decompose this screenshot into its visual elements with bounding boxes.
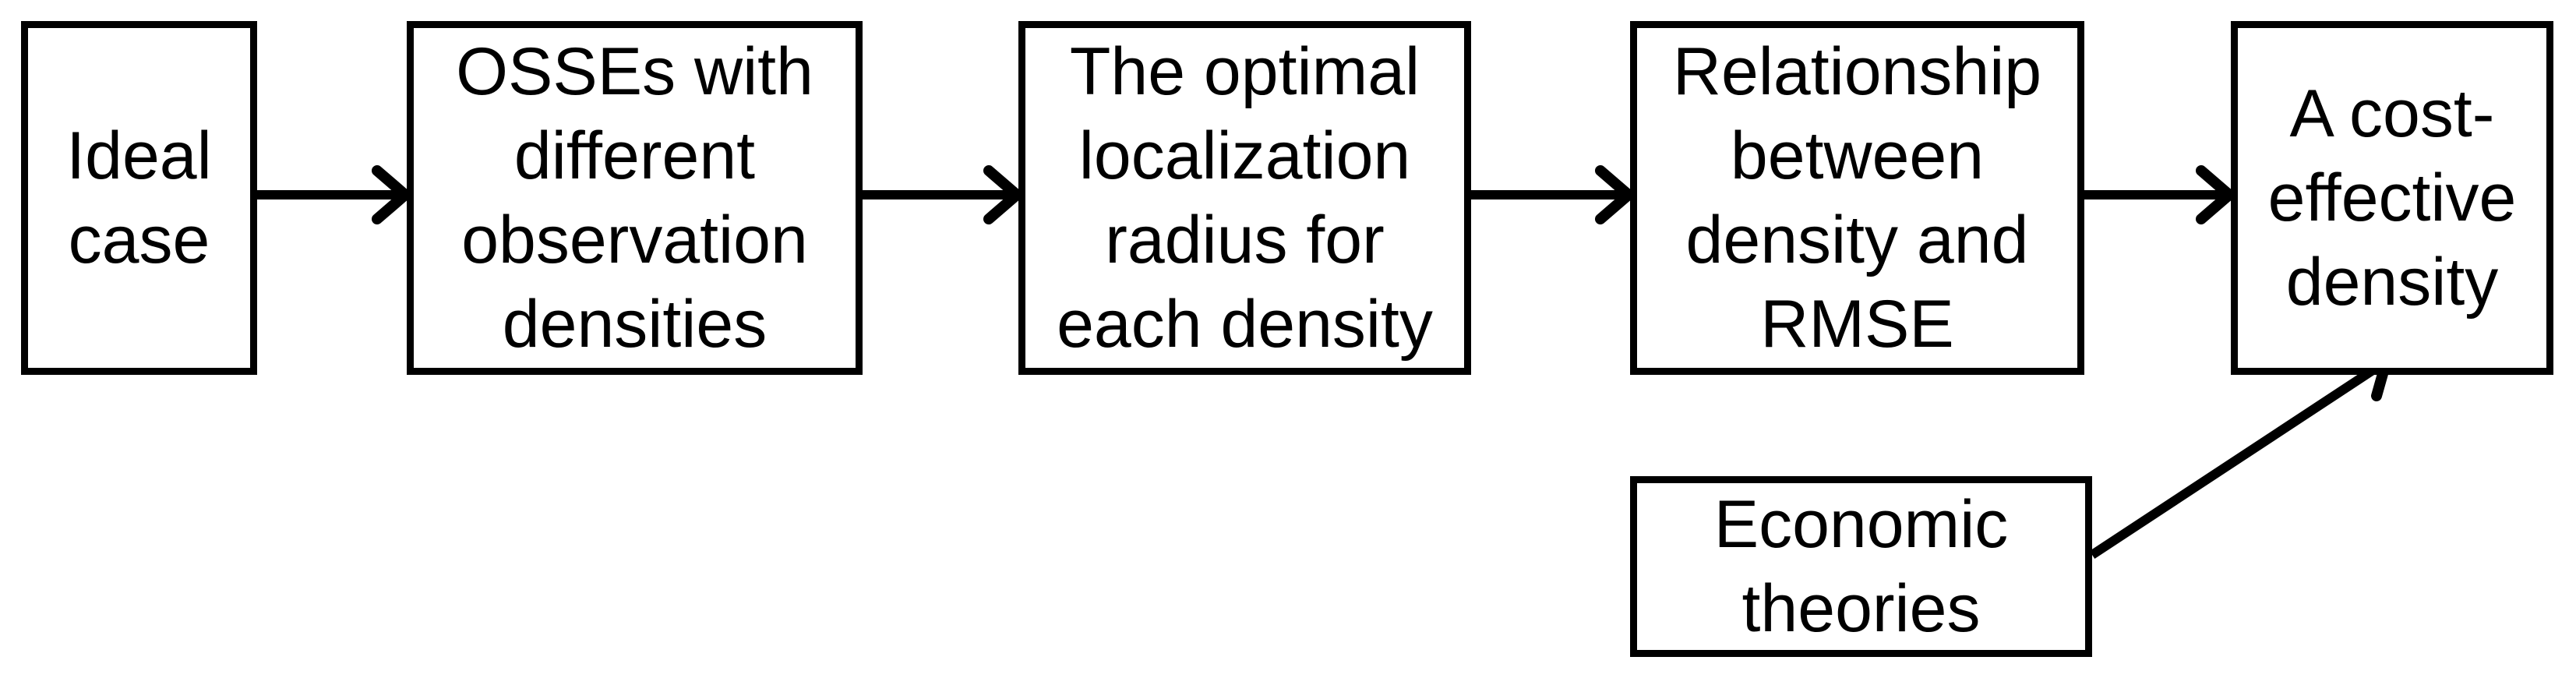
node-osses: OSSEs with different observation densiti… <box>407 21 863 375</box>
node-economic-theories-label: Economic theories <box>1713 487 2009 646</box>
arrow-shaft <box>2089 362 2382 560</box>
arrow-ideal-case-to-osses <box>254 165 411 224</box>
arrow-osses-to-optimal-radius <box>859 165 1022 224</box>
arrowhead-icon <box>983 165 1022 224</box>
arrow-economic-theories-to-cost-effective <box>2089 349 2392 560</box>
arrowhead-icon <box>2196 165 2235 224</box>
node-density-rmse: Relationship between density and RMSE <box>1630 21 2084 375</box>
node-optimal-radius-label: The optimal localization radius for each… <box>1057 34 1433 362</box>
node-cost-effective: A cost- effective density <box>2231 21 2553 375</box>
node-ideal-case: Ideal case <box>21 21 257 375</box>
node-optimal-radius: The optimal localization radius for each… <box>1018 21 1471 375</box>
arrow-optimal-radius-to-density-rmse <box>1468 165 1634 224</box>
node-osses-label: OSSEs with different observation densiti… <box>456 34 813 362</box>
arrow-density-rmse-to-cost-effective <box>2081 165 2235 224</box>
node-cost-effective-label: A cost- effective density <box>2267 76 2517 320</box>
node-ideal-case-label: Ideal case <box>66 118 212 277</box>
node-economic-theories: Economic theories <box>1630 476 2092 657</box>
arrowhead-icon <box>372 165 411 224</box>
node-density-rmse-label: Relationship between density and RMSE <box>1672 34 2042 362</box>
arrowhead-icon <box>1595 165 1634 224</box>
